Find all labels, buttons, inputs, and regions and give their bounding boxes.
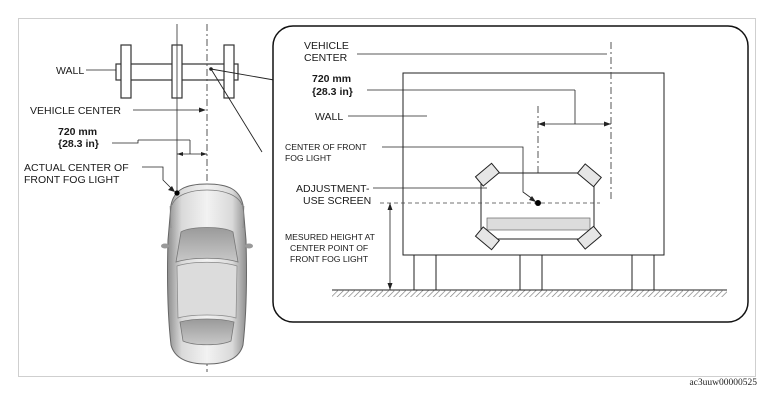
fog-center-label-line2: FOG LIGHT (285, 153, 332, 163)
detail-distance-in-label: {28.3 in} (312, 86, 353, 98)
detail-view: VEHICLE CENTER 720 mm {28.3 in} WALL CEN… (272, 25, 749, 323)
vehicle-top-view (161, 183, 253, 365)
screen-label-line1: ADJUSTMENT- (296, 183, 370, 195)
height-label-line2: CENTER POINT OF (290, 243, 368, 253)
vehicle-supports (413, 254, 655, 291)
detail-wall-label: WALL (315, 111, 343, 123)
detail-vehicle-center-label-line2: CENTER (304, 52, 348, 64)
wall-label: WALL (56, 65, 84, 77)
fog-light-point (174, 190, 180, 196)
distance-in-label: {28.3 in} (58, 138, 99, 150)
height-label-line1: MESURED HEIGHT AT (285, 232, 376, 242)
detail-fog-light-point (535, 200, 541, 206)
detail-vehicle-center-label-line1: VEHICLE (304, 40, 349, 52)
figure-code: ac3uuw00000525 (689, 378, 757, 388)
actual-center-label-line2: FRONT FOG LIGHT (24, 174, 120, 186)
screen-label-line2: USE SCREEN (303, 195, 371, 207)
adjustment-screen (474, 162, 602, 251)
actual-center-label-line1: ACTUAL CENTER OF (24, 162, 129, 174)
height-label-line3: FRONT FOG LIGHT (290, 254, 369, 264)
left-view: WALL VEHICLE CENTER 720 mm {28.3 in} ACT… (24, 24, 275, 372)
fog-center-label-line1: CENTER OF FRONT (285, 142, 367, 152)
vehicle-center-label: VEHICLE CENTER (30, 105, 121, 117)
detail-distance-mm-label: 720 mm (312, 73, 351, 85)
distance-mm-label: 720 mm (58, 126, 97, 138)
